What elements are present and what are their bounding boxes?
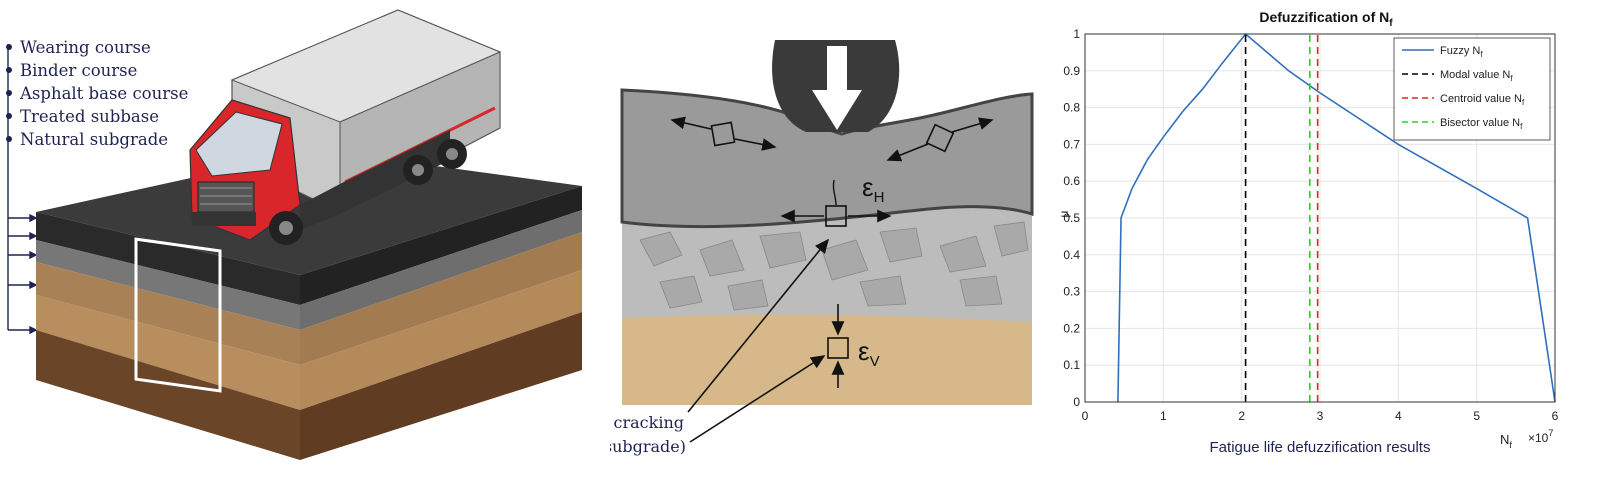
load-arrow <box>812 46 862 130</box>
pavement-side-face <box>300 186 582 460</box>
x-tick-label: 3 <box>1317 409 1324 423</box>
x-tick-label: 1 <box>1160 409 1167 423</box>
x-tick-label: 2 <box>1238 409 1245 423</box>
y-tick-label: 0.2 <box>1063 321 1080 335</box>
strain-element-horizontal <box>780 179 892 227</box>
legend-label-1: Modal value Nf <box>1440 69 1513 83</box>
y-tick-label: 0.4 <box>1063 248 1080 262</box>
strain-element-vertical <box>827 304 849 388</box>
y-tick-label: 1 <box>1073 27 1080 41</box>
y-tick-label: 0.7 <box>1063 137 1080 151</box>
layer-label-natural-subgrade: Natural subgrade <box>6 128 188 151</box>
x-axis-symbol: Nf <box>1500 432 1512 450</box>
strain-element-left <box>670 116 777 151</box>
y-tick-label: 0.5 <box>1063 211 1080 225</box>
x-tick-label: 5 <box>1473 409 1480 423</box>
layer-legend: Wearing course Binder course Asphalt bas… <box>6 36 188 151</box>
y-axis-label: μ <box>1060 210 1071 217</box>
y-tick-label: 0.3 <box>1063 285 1080 299</box>
pavement-illustration: Wearing course Binder course Asphalt bas… <box>0 0 610 480</box>
legend-label-0: Fuzzy Nf <box>1440 45 1483 59</box>
x-tick-label: 4 <box>1395 409 1402 423</box>
x-tick-label: 6 <box>1552 409 1559 423</box>
label-permanent-deformation: Permanent deformation (subgrade) <box>610 437 686 456</box>
truck-illustration <box>189 9 502 245</box>
aggregate-texture <box>639 221 1029 311</box>
leader-fatigue <box>687 238 830 413</box>
y-tick-label: 0.9 <box>1063 64 1080 78</box>
epsilon-v-label: εV <box>858 336 880 370</box>
label-fatigue-cracking: Bottom-up fatigue cracking <box>610 413 684 432</box>
x-axis-label: Fatigue life defuzzification results <box>1210 439 1431 456</box>
section-window <box>134 237 222 393</box>
strain-element-right <box>886 117 994 162</box>
epsilon-h-label: εH <box>862 172 884 206</box>
y-tick-label: 0.6 <box>1063 174 1080 188</box>
pavement-front-face <box>36 212 300 460</box>
y-tick-label: 0 <box>1073 395 1080 409</box>
plot-frame <box>1084 33 1556 403</box>
strain-diagram: εH εV Bottom-up fatigue cracking Permane… <box>610 0 1080 480</box>
layer-label-wearing: Wearing course <box>6 36 188 59</box>
layer-label-treated-subbase: Treated subbase <box>6 105 188 128</box>
chart-legend: Fuzzy Nf Modal value Nf Centroid value Nf B… <box>1393 37 1551 141</box>
x-tick-label: 0 <box>1082 409 1089 423</box>
layer-label-asphalt-base: Asphalt base course <box>6 82 188 105</box>
legend-label-3: Bisector value Nf <box>1440 117 1523 131</box>
legend-label-2: Centroid value Nf <box>1440 93 1525 107</box>
leader-deformation <box>689 355 826 443</box>
axis-ticks: 0 1 2 3 4 5 6 0 0.1 0.2 0.3 0.4 0.5 0.6 0.7 0.8 0.9 1 <box>1063 27 1558 423</box>
layer-label-binder: Binder course <box>6 59 188 82</box>
road-surface <box>36 150 582 275</box>
x-exponent: ×107 <box>1528 428 1553 445</box>
y-tick-label: 0.8 <box>1063 101 1080 115</box>
chart-title: Defuzzification of Nf <box>1259 9 1393 29</box>
y-tick-label: 0.1 <box>1063 358 1080 372</box>
